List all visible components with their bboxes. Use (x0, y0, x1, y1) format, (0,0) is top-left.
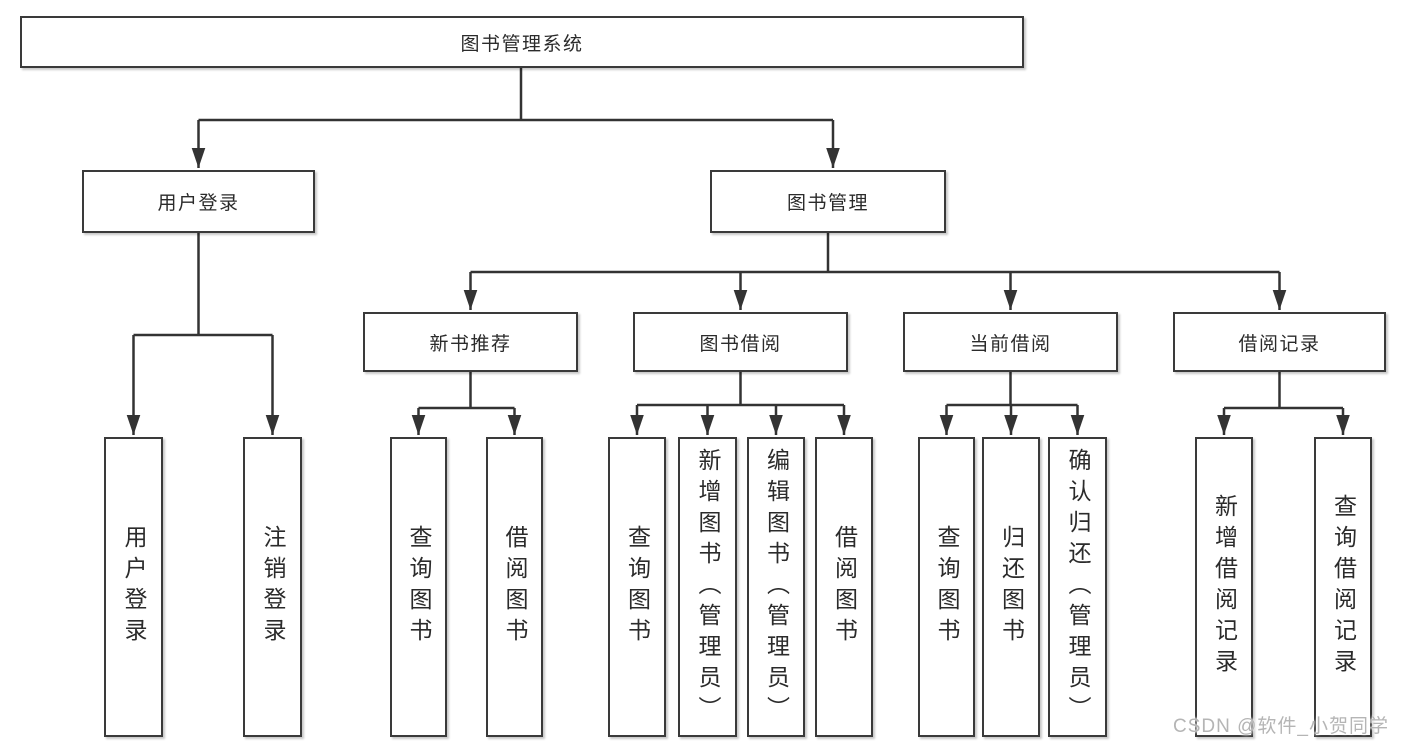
leaf-confirm-return-admin: 确认归还（管理员） (1048, 437, 1107, 737)
leaf-borrow-books-1-label: 借阅图书 (502, 525, 528, 649)
node-new-book-recommend-label: 新书推荐 (429, 333, 512, 355)
leaf-query-books-3: 查询图书 (918, 437, 975, 737)
node-user-login: 用户登录 (82, 170, 315, 233)
leaf-borrow-books-2: 借阅图书 (815, 437, 873, 737)
node-root-label: 图书管理系统 (460, 33, 584, 55)
node-book-management: 图书管理 (710, 170, 946, 233)
leaf-query-borrow-record-label: 查询借阅记录 (1330, 494, 1357, 680)
node-borrow-records-label: 借阅记录 (1238, 333, 1321, 355)
leaf-edit-book-admin-label: 编辑图书（管理员） (763, 447, 790, 727)
leaf-query-books-1-label: 查询图书 (406, 525, 432, 649)
leaf-logout: 注销登录 (243, 437, 302, 737)
node-book-management-label: 图书管理 (786, 193, 869, 214)
leaf-edit-book-admin: 编辑图书（管理员） (747, 437, 805, 737)
leaf-add-borrow-record: 新增借阅记录 (1195, 437, 1253, 737)
leaf-add-book-admin: 新增图书（管理员） (678, 437, 737, 737)
leaf-user-login: 用户登录 (104, 437, 163, 737)
leaf-return-book-label: 归还图书 (998, 525, 1025, 649)
leaf-user-login-label: 用户登录 (121, 525, 147, 649)
node-book-borrow: 图书借阅 (633, 312, 848, 372)
leaf-borrow-books-2-label: 借阅图书 (831, 525, 858, 649)
node-root: 图书管理系统 (20, 16, 1024, 68)
leaf-logout-label: 注销登录 (260, 525, 286, 649)
leaf-borrow-books-1: 借阅图书 (486, 437, 543, 737)
leaf-query-borrow-record: 查询借阅记录 (1314, 437, 1372, 737)
node-current-borrow-label: 当前借阅 (969, 333, 1052, 355)
node-user-login-label: 用户登录 (157, 193, 240, 214)
leaf-return-book: 归还图书 (982, 437, 1040, 737)
node-book-borrow-label: 图书借阅 (699, 333, 782, 355)
node-current-borrow: 当前借阅 (903, 312, 1118, 372)
node-borrow-records: 借阅记录 (1173, 312, 1386, 372)
leaf-query-books-2: 查询图书 (608, 437, 666, 737)
leaf-confirm-return-admin-label: 确认归还（管理员） (1065, 447, 1091, 727)
leaf-add-book-admin-label: 新增图书（管理员） (695, 447, 721, 727)
node-new-book-recommend: 新书推荐 (363, 312, 578, 372)
leaf-query-books-3-label: 查询图书 (934, 525, 960, 649)
leaf-query-books-2-label: 查询图书 (624, 525, 651, 649)
csdn-watermark: CSDN @软件_小贺同学 (1173, 716, 1389, 737)
leaf-add-borrow-record-label: 新增借阅记录 (1211, 494, 1238, 680)
leaf-query-books-1: 查询图书 (390, 437, 447, 737)
